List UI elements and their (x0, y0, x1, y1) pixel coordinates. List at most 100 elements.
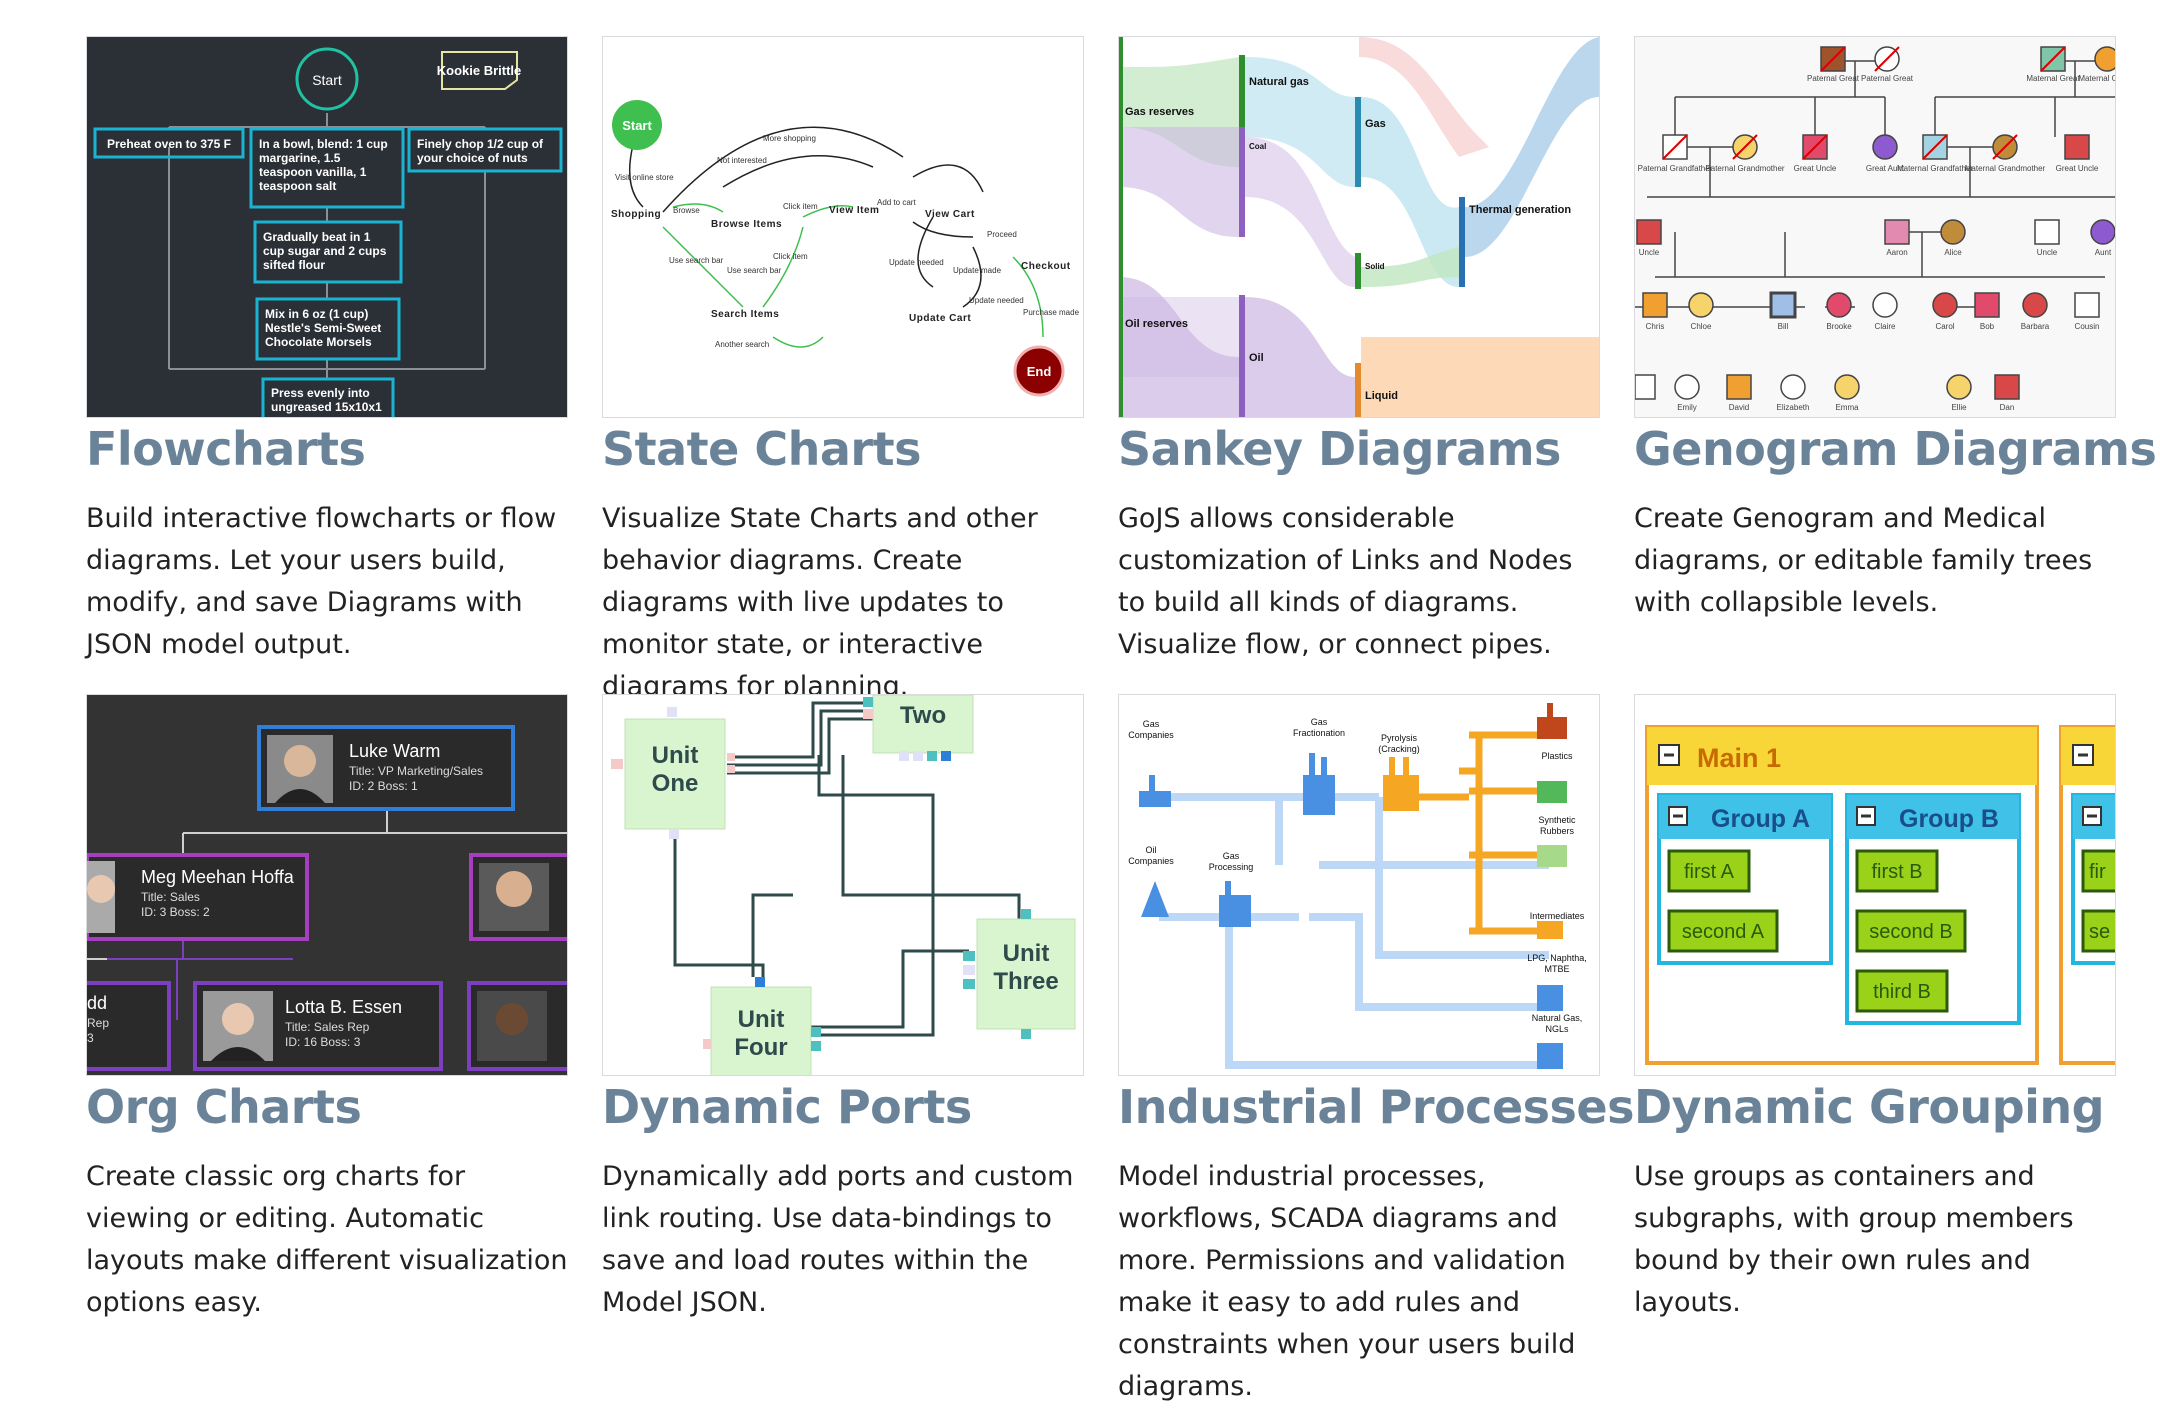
ind-oil-companies-1: Oil (1146, 845, 1157, 855)
card-dynamic-ports[interactable]: Unit One Two Unit Three Unit Four Dynami… (602, 694, 1084, 1324)
sankey-liquid: Liquid (1365, 390, 1398, 402)
svg-text:Chocolate Morsels: Chocolate Morsels (265, 335, 372, 349)
port-unit-four-line2: Four (734, 1034, 787, 1061)
org-p4-id: 3 (87, 1031, 94, 1045)
card-org-charts[interactable]: Luke Warm Title: VP Marketing/Sales ID: … (86, 694, 568, 1324)
ind-gas-companies-1: Gas (1143, 719, 1160, 729)
card-flowcharts[interactable]: Start Kookie Brittle Preheat oven to 375… (86, 36, 568, 666)
card-title[interactable]: Industrial Processes (1118, 1080, 1635, 1134)
geno-name: Elizabeth (1777, 403, 1810, 412)
card-title[interactable]: Sankey Diagrams (1118, 422, 1561, 476)
sankey-thumbnail[interactable]: Natural gas Gas reserves Oil reserves Ga… (1118, 36, 1600, 418)
sankey-gas: Gas (1365, 118, 1386, 130)
ind-oil-companies-2: Companies (1128, 856, 1174, 866)
flow-step-e: Mix in 6 oz (1 cup) Nestle's Semi-Sweet … (265, 307, 381, 349)
ind-natural-gas-1: Natural Gas, (1532, 1013, 1583, 1023)
ind-plastics: Plastics (1541, 751, 1573, 761)
genogram-thumbnail[interactable]: Paternal Great Paternal Great Maternal G… (1634, 36, 2116, 418)
state-view-item: View Item (829, 205, 879, 216)
geno-name: Uncle (2037, 248, 2058, 257)
org-charts-thumbnail[interactable]: Luke Warm Title: VP Marketing/Sales ID: … (86, 694, 568, 1076)
svg-text:Click item: Click item (773, 252, 808, 261)
state-charts-thumbnail[interactable]: Start End Shopping Browse Items View Ite… (602, 36, 1084, 418)
svg-text:Nestle's Semi-Sweet: Nestle's Semi-Sweet (265, 321, 381, 335)
geno-name: David (1729, 403, 1749, 412)
port-unit-four-line1: Unit (738, 1006, 785, 1033)
flowcharts-thumbnail[interactable]: Start Kookie Brittle Preheat oven to 375… (86, 36, 568, 418)
flow-step-f: Press evenly into ungreased 15x10x1 (271, 386, 382, 414)
card-title[interactable]: State Charts (602, 422, 921, 476)
geno-name: Brooke (1826, 322, 1852, 331)
svg-text:Finely chop 1/2 cup of: Finely chop 1/2 cup of (417, 137, 544, 151)
card-industrial-processes[interactable]: Gas Companies Gas Fractionation Pyrolysi… (1118, 694, 1635, 1408)
geno-name: Paternal Great (1861, 74, 1914, 83)
svg-text:sifted flour: sifted flour (263, 258, 325, 272)
state-checkout: Checkout (1021, 261, 1071, 272)
state-update-cart: Update Cart (909, 313, 971, 324)
flow-note-label: Kookie Brittle (437, 63, 522, 78)
group-main-label: Main 1 (1697, 743, 1781, 773)
geno-name: Uncle (1639, 248, 1660, 257)
card-title[interactable]: Genogram Diagrams (1634, 422, 2157, 476)
svg-text:In a bowl, blend: 1 cup: In a bowl, blend: 1 cup (259, 137, 388, 151)
sankey-oil-reserves: Oil reserves (1125, 318, 1188, 330)
card-state-charts[interactable]: Start End Shopping Browse Items View Ite… (602, 36, 1084, 708)
dynamic-grouping-thumbnail[interactable]: Main 1 Group A first A second A Group B … (1634, 694, 2116, 1076)
ind-intermediates: Intermediates (1530, 911, 1585, 921)
card-description: Visualize State Charts and other behavio… (602, 503, 1038, 702)
svg-text:Update needed: Update needed (889, 258, 944, 267)
svg-text:Another search: Another search (715, 340, 769, 349)
svg-text:teaspoon salt: teaspoon salt (259, 179, 336, 193)
group-second-a: second A (1682, 921, 1765, 943)
svg-text:Purchase made: Purchase made (1023, 308, 1080, 317)
svg-text:Gradually beat in 1: Gradually beat in 1 (263, 230, 371, 244)
svg-text:teaspoon vanilla, 1: teaspoon vanilla, 1 (259, 165, 367, 179)
card-description: GoJS allows considerable customization o… (1118, 503, 1573, 660)
ind-pyrolysis-1: Pyrolysis (1381, 733, 1418, 743)
ind-lpg-1: LPG, Naphtha, (1527, 953, 1587, 963)
group-third-b: third B (1873, 981, 1931, 1003)
geno-name: Maternal Great (2026, 74, 2080, 83)
sankey-oil: Oil (1249, 352, 1264, 364)
org-p2-name: Meg Meehan Hoffa (141, 867, 295, 887)
org-p1-name: Luke Warm (349, 741, 440, 761)
card-title[interactable]: Org Charts (86, 1080, 362, 1134)
port-unit-three-line1: Unit (1003, 940, 1050, 967)
ind-natural-gas-2: NGLs (1545, 1024, 1569, 1034)
geno-name: Paternal Grandfather (1638, 164, 1713, 173)
industrial-thumbnail[interactable]: Gas Companies Gas Fractionation Pyrolysi… (1118, 694, 1600, 1076)
card-description: Build interactive flowcharts or flow dia… (86, 503, 557, 660)
port-unit-one-line1: Unit (652, 742, 699, 769)
svg-text:cup sugar and 2 cups: cup sugar and 2 cups (263, 244, 387, 258)
card-genogram-diagrams[interactable]: Paternal Great Paternal Great Maternal G… (1634, 36, 2157, 624)
geno-name: Emily (1677, 403, 1697, 412)
svg-text:ungreased 15x10x1: ungreased 15x10x1 (271, 400, 382, 414)
svg-text:Visit online store: Visit online store (615, 173, 674, 182)
svg-text:Use search bar: Use search bar (727, 266, 782, 275)
geno-name: Chloe (1691, 322, 1712, 331)
ind-gas-fract-1: Gas (1311, 717, 1328, 727)
ind-pyrolysis-2: (Cracking) (1378, 744, 1420, 754)
card-dynamic-grouping[interactable]: Main 1 Group A first A second A Group B … (1634, 694, 2116, 1324)
dynamic-ports-thumbnail[interactable]: Unit One Two Unit Three Unit Four (602, 694, 1084, 1076)
card-sankey-diagrams[interactable]: Natural gas Gas reserves Oil reserves Ga… (1118, 36, 1600, 666)
card-title[interactable]: Dynamic Grouping (1634, 1080, 2105, 1134)
card-description: Create Genogram and Medical diagrams, or… (1634, 503, 2093, 618)
group-second-b: second B (1869, 921, 1952, 943)
port-unit-three-line2: Three (993, 968, 1058, 995)
geno-name: Paternal Great (1807, 74, 1860, 83)
svg-text:Mix in 6 oz (1 cup): Mix in 6 oz (1 cup) (265, 307, 368, 321)
card-title[interactable]: Dynamic Ports (602, 1080, 972, 1134)
svg-text:Not interested: Not interested (717, 156, 767, 165)
geno-name: Maternal Grandfather (1897, 164, 1973, 173)
card-title[interactable]: Flowcharts (86, 422, 366, 476)
svg-text:Update made: Update made (953, 266, 1002, 275)
flow-start-label: Start (312, 72, 342, 88)
state-end-label: End (1027, 364, 1052, 379)
flow-step-d: Gradually beat in 1 cup sugar and 2 cups… (263, 230, 387, 272)
geno-name: Aaron (1886, 248, 1907, 257)
geno-name: Ellie (1951, 403, 1967, 412)
geno-name: Paternal Grandmother (1705, 164, 1784, 173)
ind-synthetic-2: Rubbers (1540, 826, 1575, 836)
card-description: Dynamically add ports and custom link ro… (602, 1161, 1074, 1318)
